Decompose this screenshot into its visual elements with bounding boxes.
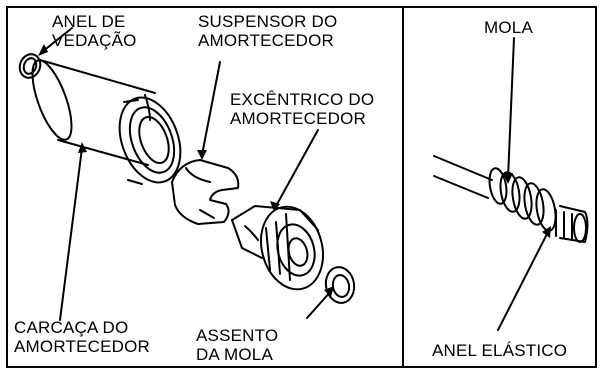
label-o-ring: ANEL DE VEDAÇÃO xyxy=(52,12,137,50)
diagram-frame xyxy=(6,6,597,368)
label-line: EXCÊNTRICO DO xyxy=(230,90,375,109)
label-line: DA MOLA xyxy=(196,345,273,364)
spring-seat-part xyxy=(324,266,356,304)
label-line: CARCAÇA DO xyxy=(14,318,129,337)
label-line: AMORTECEDOR xyxy=(230,109,367,128)
o-ring-part xyxy=(18,53,42,79)
label-damper-holder: SUSPENSOR DO AMORTECEDOR xyxy=(198,12,337,50)
leader-lines-right xyxy=(497,37,549,331)
label-line: VEDAÇÃO xyxy=(52,31,137,50)
label-spring: MOLA xyxy=(484,18,533,37)
damper-housing-part xyxy=(31,59,182,185)
damper-cam-part xyxy=(231,205,324,291)
label-line: ASSENTO xyxy=(196,326,279,345)
label-damper-cam: EXCÊNTRICO DO AMORTECEDOR xyxy=(230,90,374,128)
label-snap-ring: ANEL ELÁSTICO xyxy=(432,341,568,360)
panel-divider xyxy=(402,6,404,368)
label-line: SUSPENSOR DO xyxy=(198,12,338,31)
shaft-part xyxy=(433,155,589,243)
label-line: ANEL DE xyxy=(52,12,126,31)
damper-holder-part xyxy=(171,159,240,225)
label-spring-seat: ASSENTO DA MOLA xyxy=(196,326,278,364)
arrowheads xyxy=(38,44,551,297)
label-line: AMORTECEDOR xyxy=(14,337,151,356)
label-line: AMORTECEDOR xyxy=(198,31,335,50)
label-damper-housing: CARCAÇA DO AMORTECEDOR xyxy=(14,318,150,356)
spring-part xyxy=(488,167,557,232)
leader-lines-left xyxy=(41,27,333,321)
